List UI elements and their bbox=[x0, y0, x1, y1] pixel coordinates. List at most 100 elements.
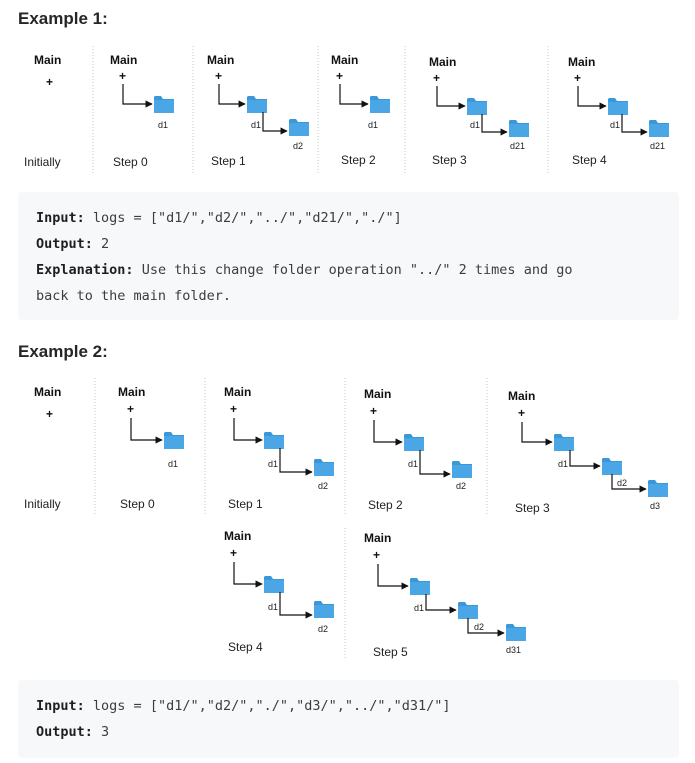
step-label: Step 0 bbox=[113, 155, 148, 169]
folder-label-d1: d1 bbox=[158, 120, 168, 130]
plus-icon: + bbox=[336, 69, 343, 83]
main-label: Main bbox=[224, 529, 251, 543]
folder-icon bbox=[467, 98, 487, 115]
main-label: Main bbox=[429, 55, 456, 69]
ex1-panel-initially: Main + Initially bbox=[24, 53, 61, 169]
plus-icon: + bbox=[230, 402, 237, 416]
input-label: Input: bbox=[36, 698, 85, 714]
folder-icon bbox=[506, 624, 526, 641]
step-label: Step 4 bbox=[228, 640, 263, 654]
plus-icon: + bbox=[433, 71, 440, 85]
plus-icon: + bbox=[46, 75, 53, 89]
folder-icon bbox=[648, 480, 668, 497]
folder-icon bbox=[370, 96, 390, 113]
folder-label-d1: d1 bbox=[268, 459, 278, 469]
folder-label-d2: d2 bbox=[293, 141, 303, 151]
plus-icon: + bbox=[127, 402, 134, 416]
folder-icon bbox=[264, 432, 284, 449]
step-label: Step 3 bbox=[515, 501, 550, 515]
step-label: Step 1 bbox=[228, 497, 263, 511]
step-label: Step 4 bbox=[572, 153, 607, 167]
step-label: Step 1 bbox=[211, 154, 246, 168]
plus-icon: + bbox=[518, 406, 525, 420]
folder-icon bbox=[608, 98, 628, 115]
main-label: Main bbox=[364, 531, 391, 545]
main-label: Main bbox=[508, 389, 535, 403]
folder-label-d21: d21 bbox=[510, 141, 525, 151]
folder-label-d3: d3 bbox=[650, 501, 660, 511]
step-label: Step 2 bbox=[341, 153, 376, 167]
ex2-panel-step1: Main + d1 d2 Step 1 bbox=[224, 385, 334, 511]
main-label: Main bbox=[224, 385, 251, 399]
step-label: Step 2 bbox=[368, 498, 403, 512]
plus-icon: + bbox=[373, 548, 380, 562]
folder-icon bbox=[314, 459, 334, 476]
folder-label-d1: d1 bbox=[610, 120, 620, 130]
folder-icon bbox=[554, 434, 574, 451]
ex2-panel-step4: Main + d1 d2 Step 4 bbox=[224, 529, 334, 654]
folder-icon bbox=[247, 96, 267, 113]
output-value: 3 bbox=[101, 724, 110, 740]
folder-label-d1: d1 bbox=[268, 602, 278, 612]
example-2-heading: Example 2: bbox=[18, 342, 108, 361]
folder-icon bbox=[602, 458, 622, 475]
folder-icon bbox=[404, 434, 424, 451]
folder-label-d31: d31 bbox=[506, 645, 521, 655]
output-label: Output: bbox=[36, 724, 93, 740]
ex2-panel-step2: Main + d1 d2 Step 2 bbox=[364, 387, 472, 512]
step-label: Initially bbox=[24, 497, 61, 511]
example-1-heading: Example 1: bbox=[18, 9, 108, 28]
folder-label-d2: d2 bbox=[474, 622, 484, 632]
folder-label-d2: d2 bbox=[617, 478, 627, 488]
main-label: Main bbox=[568, 55, 595, 69]
folder-label-d1: d1 bbox=[168, 459, 178, 469]
folder-icon bbox=[649, 120, 669, 137]
explanation-text: Use this change folder operation "../" 2… bbox=[141, 262, 573, 278]
folder-icon bbox=[509, 120, 529, 137]
example-2-diagram: Main + Initially Main + d1 Step 0 Main +… bbox=[24, 378, 668, 660]
folder-icon bbox=[289, 119, 309, 136]
explanation-label: Explanation: bbox=[36, 262, 134, 278]
output-label: Output: bbox=[36, 236, 93, 252]
folder-label-d1: d1 bbox=[414, 603, 424, 613]
output-value: 2 bbox=[101, 236, 110, 252]
input-label: Input: bbox=[36, 210, 85, 226]
ex1-panel-step3: Main + d1 d21 Step 3 bbox=[429, 55, 529, 167]
input-value: logs = ["d1/","d2/","../","d21/","./"] bbox=[92, 210, 402, 226]
ex2-panel-step3: Main + d1 d2 d3 Step 3 bbox=[508, 389, 668, 515]
folder-label-d1: d1 bbox=[251, 120, 261, 130]
input-value: logs = ["d1/","d2/","./","d3/","../","d3… bbox=[92, 698, 451, 714]
plus-icon: + bbox=[46, 407, 53, 421]
ex1-panel-step2: Main + d1 Step 2 bbox=[331, 53, 390, 167]
ex2-panel-step0: Main + d1 Step 0 bbox=[118, 385, 184, 511]
main-label: Main bbox=[364, 387, 391, 401]
folder-label-d2: d2 bbox=[456, 481, 466, 491]
folder-icon bbox=[410, 578, 430, 595]
folder-label-d2: d2 bbox=[318, 624, 328, 634]
folder-icon bbox=[264, 576, 284, 593]
step-label: Initially bbox=[24, 155, 61, 169]
main-label: Main bbox=[207, 53, 234, 67]
ex2-panel-step5: Main + d1 d2 d31 Step 5 bbox=[364, 531, 526, 659]
example-1-diagram: Main + Initially Main + d1 Step 0 Main +… bbox=[24, 46, 669, 174]
main-label: Main bbox=[34, 53, 61, 67]
folder-label-d1: d1 bbox=[558, 459, 568, 469]
ex1-panel-step4: Main + d1 d21 Step 4 bbox=[568, 55, 669, 167]
folder-label-d2: d2 bbox=[318, 481, 328, 491]
folder-label-d1: d1 bbox=[368, 120, 378, 130]
plus-icon: + bbox=[119, 69, 126, 83]
plus-icon: + bbox=[230, 546, 237, 560]
folder-label-d21: d21 bbox=[650, 141, 665, 151]
folder-icon bbox=[458, 602, 478, 619]
plus-icon: + bbox=[574, 71, 581, 85]
folder-icon bbox=[154, 96, 174, 113]
main-label: Main bbox=[331, 53, 358, 67]
folder-label-d1: d1 bbox=[408, 459, 418, 469]
folder-icon bbox=[164, 432, 184, 449]
folder-icon bbox=[314, 601, 334, 618]
ex2-panel-initially: Main + Initially bbox=[24, 385, 61, 511]
main-label: Main bbox=[118, 385, 145, 399]
main-label: Main bbox=[110, 53, 137, 67]
main-label: Main bbox=[34, 385, 61, 399]
step-label: Step 0 bbox=[120, 497, 155, 511]
